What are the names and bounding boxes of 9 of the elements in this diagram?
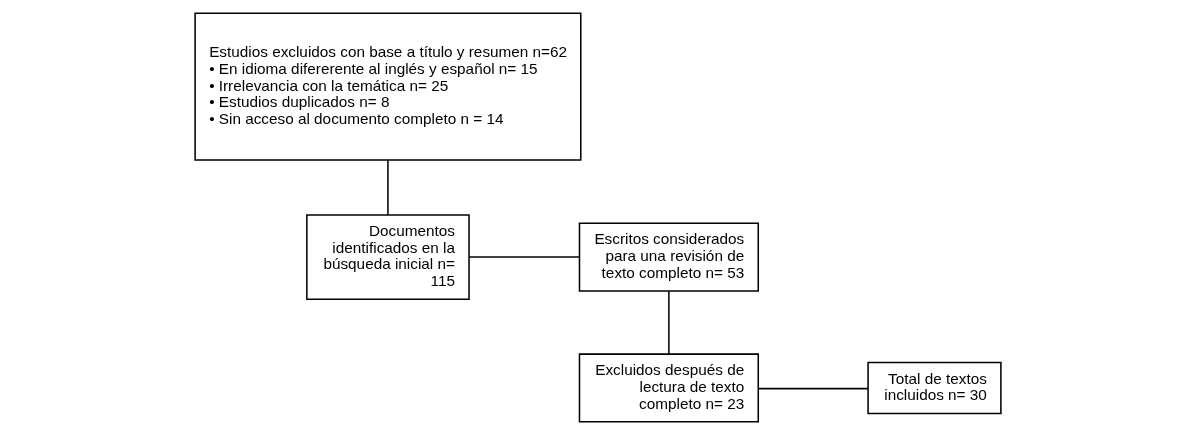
- node-box: Total de textos incluidos n= 30: [867, 361, 1002, 415]
- node-box: Escritos considerados para una revisión de texto completo n= 53: [578, 222, 760, 292]
- node-box: Documentos identificados en la búsqueda inicial n= 115: [306, 214, 470, 300]
- connector: [387, 159, 389, 216]
- connector: [668, 290, 670, 355]
- connector: [468, 256, 581, 258]
- node-box: Estudios excluidos con base a título y resumen n=62 • En idioma difererente al inglés y español n= 15 • Irrelevancia con la temática n= 25 • Estudios duplicados n= 8 • Sin acceso al documento completo n = 14: [194, 12, 582, 161]
- node-box: Excluidos después de lectura de texto completo n= 23: [578, 353, 760, 423]
- connector: [757, 387, 869, 390]
